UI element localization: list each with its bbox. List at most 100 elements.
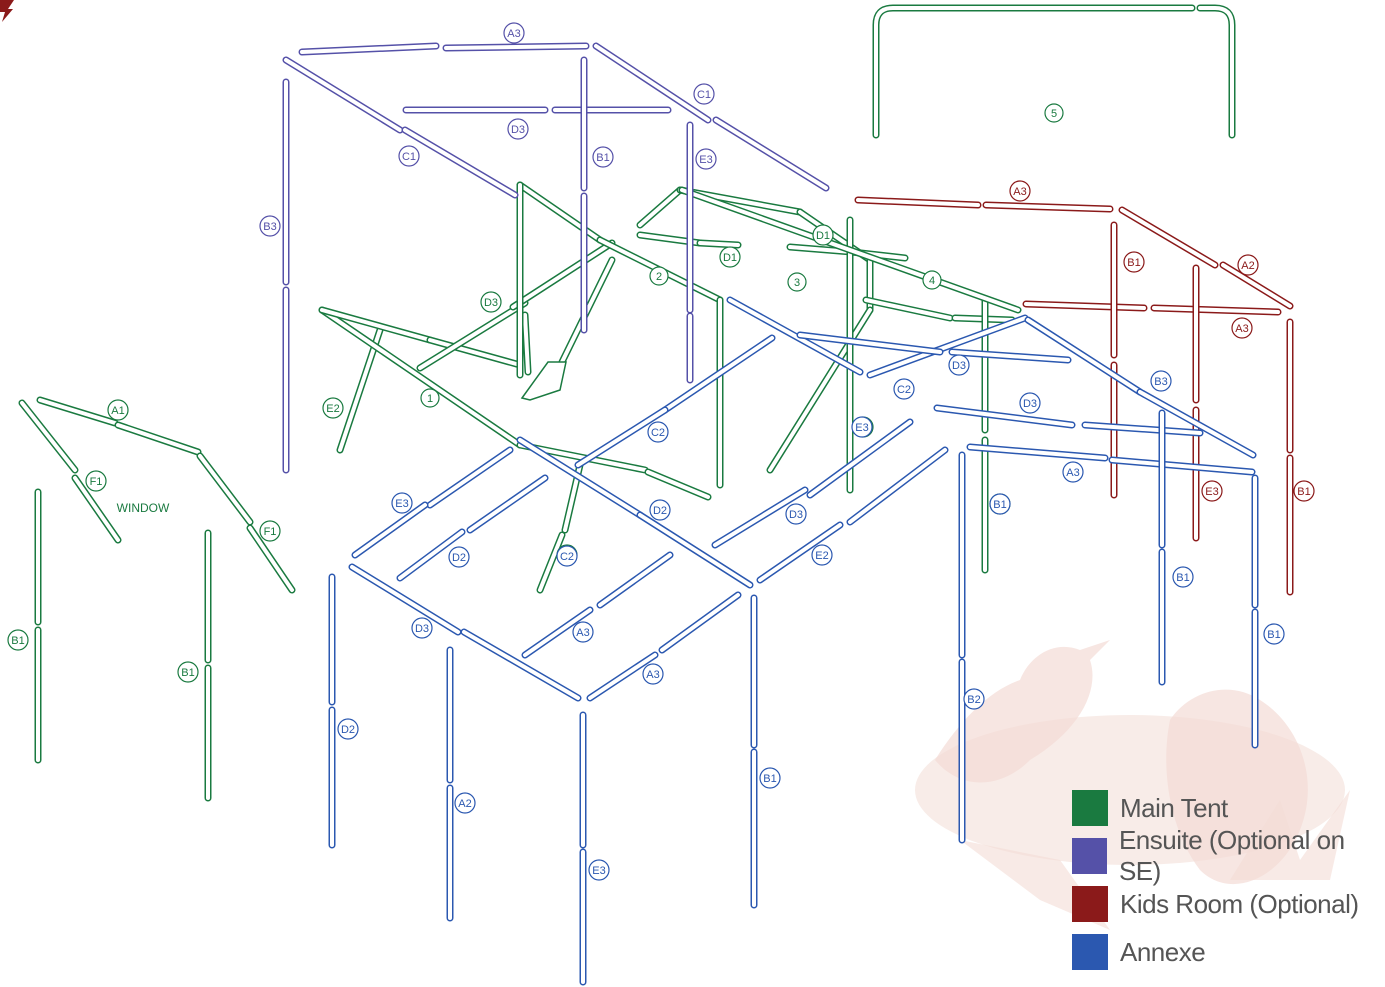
svg-text:C2: C2 [897,384,911,396]
part-label: E3 [1201,480,1223,502]
part-label: A2 [454,792,476,814]
part-label: D3 [411,617,433,639]
part-label: B1 [1123,251,1145,273]
svg-text:A3: A3 [646,669,659,681]
legend-swatch [1072,838,1107,874]
svg-text:B1: B1 [1127,257,1140,269]
part-label: 1 [420,388,440,408]
svg-text:B3: B3 [263,221,276,233]
ensuite-poles [282,42,830,474]
part-label: B1 [759,767,781,789]
svg-text:B3: B3 [1154,376,1167,388]
svg-text:A2: A2 [1241,260,1254,272]
legend-item-kids-room: Kids Room (Optional) [1072,880,1385,928]
part-label: B1 [592,146,614,168]
svg-text:A3: A3 [1235,323,1248,335]
svg-text:C2: C2 [651,427,665,439]
part-label: C2 [647,421,669,443]
part-label: B2 [963,688,985,710]
svg-text:E3: E3 [699,154,712,166]
svg-text:4: 4 [929,275,935,287]
svg-text:2: 2 [656,271,662,283]
svg-text:E3: E3 [592,865,605,877]
part-label: B3 [259,215,281,237]
legend-item-annexe: Annexe [1072,928,1385,976]
corner-logo-icon [0,0,14,22]
svg-text:5: 5 [1051,108,1057,120]
svg-text:D3: D3 [952,360,966,372]
svg-text:A2: A2 [458,798,471,810]
svg-text:B1: B1 [1176,572,1189,584]
part-label: D2 [448,546,470,568]
svg-text:D3: D3 [511,124,525,136]
legend-item-ensuite: Ensuite (Optional on SE) [1072,825,1385,886]
svg-text:A3: A3 [507,28,520,40]
part-label: E3 [851,416,873,438]
svg-text:B1: B1 [1267,629,1280,641]
svg-text:E3: E3 [395,498,408,510]
legend-swatch [1072,934,1108,970]
svg-text:D3: D3 [484,297,498,309]
part-label: C2 [556,545,578,567]
legend-swatch [1072,886,1108,922]
legend-label: Ensuite (Optional on SE) [1118,825,1345,886]
part-label: F1 [85,470,107,492]
part-label: B1 [7,629,29,651]
part-label: 2 [649,266,669,286]
svg-text:B1: B1 [763,773,776,785]
svg-text:F1: F1 [264,526,277,538]
svg-text:B1: B1 [11,635,24,647]
svg-text:E2: E2 [815,550,828,562]
svg-text:D3: D3 [415,623,429,635]
window-label: WINDOW [117,501,170,515]
part-label: D1 [812,224,834,246]
svg-text:F1: F1 [90,476,103,488]
legend: Main Tent Ensuite (Optional on SE) Kids … [1072,784,1385,976]
svg-text:1: 1 [427,393,433,405]
part-label: A3 [1062,461,1084,483]
part-label: A2 [1237,254,1259,276]
part-label: E3 [391,492,413,514]
part-label: B1 [177,661,199,683]
legend-label: Main Tent [1120,792,1228,823]
legend-label: Kids Room (Optional) [1120,888,1359,919]
svg-text:D2: D2 [452,552,466,564]
part-label: F1 [259,520,281,542]
part-label: C1 [398,145,420,167]
svg-text:E3: E3 [855,422,868,434]
svg-text:C2: C2 [560,551,574,563]
part-label: D3 [1019,392,1041,414]
svg-text:B2: B2 [967,694,980,706]
part-label: D3 [507,118,529,140]
legend-item-main-tent: Main Tent [1072,784,1385,832]
part-label: A3 [572,621,594,643]
part-label: E2 [322,397,344,419]
main-pole-5 [520,4,1236,401]
part-label: B1 [1172,566,1194,588]
svg-text:A3: A3 [1066,467,1079,479]
svg-text:3: 3 [794,277,800,289]
svg-text:D2: D2 [341,724,355,736]
part-label: A3 [503,22,525,44]
part-label: C2 [893,378,915,400]
part-label: A3 [1009,180,1031,202]
annexe-poles [328,296,1259,986]
part-label: 5 [1044,103,1064,123]
legend-swatch [1072,790,1108,826]
part-label: D3 [785,503,807,525]
svg-text:A3: A3 [1013,186,1026,198]
part-label: E3 [588,859,610,881]
svg-text:B1: B1 [596,152,609,164]
part-label: C1 [693,83,715,105]
svg-text:B1: B1 [1297,486,1310,498]
part-label: D2 [337,718,359,740]
part-label: B1 [1293,480,1315,502]
legend-label: Annexe [1120,936,1206,967]
part-label: B3 [1150,370,1172,392]
part-label: D3 [948,354,970,376]
part-label: A3 [642,663,664,685]
svg-text:A3: A3 [576,627,589,639]
part-label: E3 [695,148,717,170]
part-label: A1 [107,399,129,421]
part-label: B1 [989,493,1011,515]
